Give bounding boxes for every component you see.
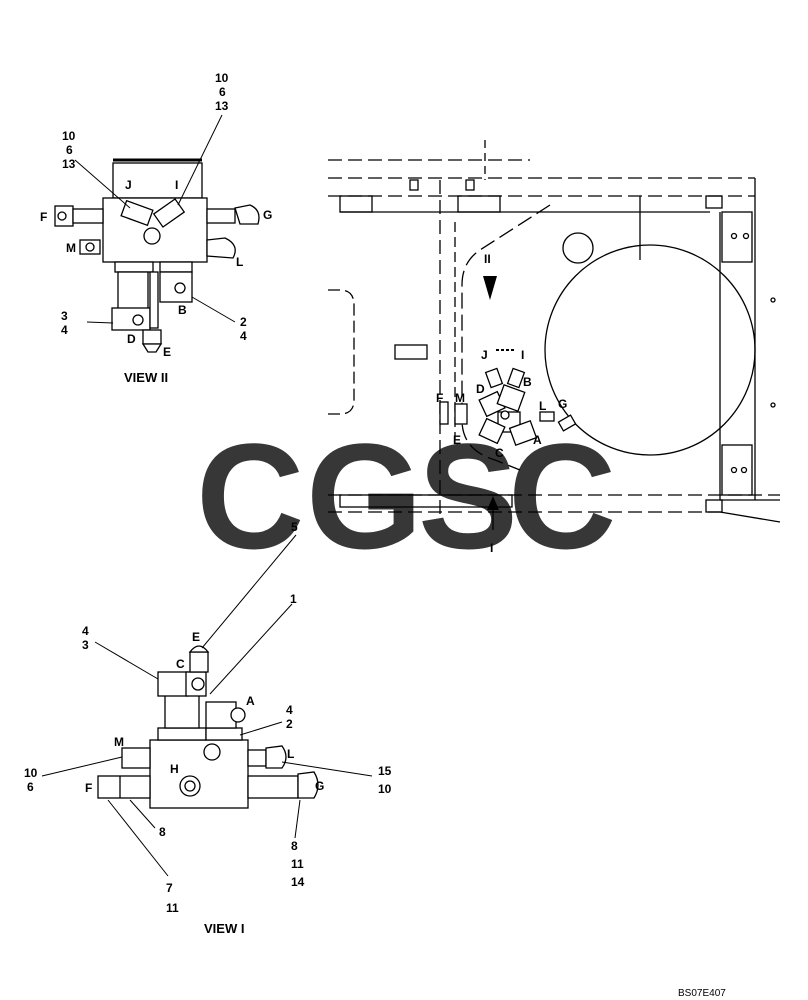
drawing-code: BS07E407 [678, 988, 726, 999]
v1-callout-8-left: 8 [159, 825, 166, 839]
v2-port-J: J [125, 178, 132, 192]
v1-callout-5: 5 [291, 520, 298, 534]
watermark-letter-3: S [418, 412, 518, 580]
v1-port-E: E [192, 630, 200, 644]
view-II-drawing [54, 158, 260, 353]
watermark-letter-1: C [196, 412, 304, 580]
v1-port-G: G [315, 779, 324, 793]
v2-callout-left-1: 10 [62, 129, 76, 143]
main-port-B: B [523, 375, 532, 389]
view-I-labels: 5 1 4 3 4 2 10 6 15 10 8 7 11 8 11 14 E … [24, 520, 392, 936]
v1-callout-42-b: 2 [286, 717, 293, 731]
v1-callout-42-a: 4 [286, 703, 293, 717]
v1-callout-43-a: 4 [82, 624, 89, 638]
v1-callout-106-a: 10 [24, 766, 38, 780]
v2-callout-rb-2: 4 [240, 329, 247, 343]
v1-callout-81114-a: 8 [291, 839, 298, 853]
arrow-label-I: I [490, 541, 493, 555]
v1-callout-1510-b: 10 [378, 782, 392, 796]
v2-port-F: F [40, 210, 47, 224]
main-port-F: F [436, 391, 443, 405]
main-port-I: I [521, 348, 524, 362]
view-II-title: VIEW II [124, 370, 168, 385]
v2-port-I: I [175, 178, 178, 192]
v2-callout-top-1: 10 [215, 71, 229, 85]
arrow-label-II: II [484, 252, 491, 266]
v1-port-L: L [287, 747, 294, 761]
v2-callout-rb-1: 2 [240, 315, 247, 329]
main-port-E: E [453, 433, 461, 447]
main-port-G: G [558, 397, 567, 411]
v2-port-D: D [127, 332, 136, 346]
v1-callout-81114-b: 11 [291, 857, 304, 871]
main-valve-cluster [439, 367, 577, 447]
v1-callout-711-a: 7 [166, 881, 173, 895]
main-port-D: D [476, 382, 485, 396]
watermark-letter-2: G [306, 412, 423, 580]
view-I-title: VIEW I [204, 921, 244, 936]
main-port-A: A [533, 433, 542, 447]
v1-callout-43-b: 3 [82, 638, 89, 652]
v2-callout-left-2: 6 [66, 143, 73, 157]
v1-port-A: A [246, 694, 255, 708]
v1-port-H: H [170, 762, 179, 776]
v2-port-B: B [178, 303, 187, 317]
v2-port-E: E [163, 345, 171, 359]
main-port-M: M [455, 391, 465, 405]
v2-port-M: M [66, 241, 76, 255]
view-arrow-II: II [483, 252, 497, 300]
v2-port-L: L [236, 255, 243, 269]
v1-callout-711-b: 11 [166, 901, 179, 915]
v1-callout-1: 1 [290, 592, 297, 606]
v1-port-C: C [176, 657, 185, 671]
view-I-leaders [41, 534, 373, 877]
view-I-drawing [97, 645, 319, 809]
v1-callout-81114-c: 14 [291, 875, 305, 889]
v1-callout-106-b: 6 [27, 780, 34, 794]
main-port-labels: J I D B F M L G E A C [436, 348, 567, 460]
v2-callout-top-2: 6 [219, 85, 226, 99]
view-II-labels: 10 6 13 10 6 13 3 4 2 4 J I F G M L B D … [40, 71, 272, 385]
v1-port-F: F [85, 781, 92, 795]
v1-callout-1510-a: 15 [378, 764, 392, 778]
main-port-L: L [539, 399, 546, 413]
main-port-J: J [481, 348, 488, 362]
v2-port-G: G [263, 208, 272, 222]
v2-callout-lb-1: 3 [61, 309, 68, 323]
view-II-leaders [74, 114, 236, 324]
v2-callout-left-3: 13 [62, 157, 76, 171]
main-layout-drawing [328, 140, 781, 523]
v2-callout-lb-2: 4 [61, 323, 68, 337]
v2-callout-top-3: 13 [215, 99, 229, 113]
view-arrow-I: I [487, 496, 499, 555]
v1-port-M: M [114, 735, 124, 749]
watermark-letter-4: C [508, 412, 616, 580]
cgsc-watermark: C G S C [196, 412, 616, 580]
main-port-C: C [495, 446, 504, 460]
